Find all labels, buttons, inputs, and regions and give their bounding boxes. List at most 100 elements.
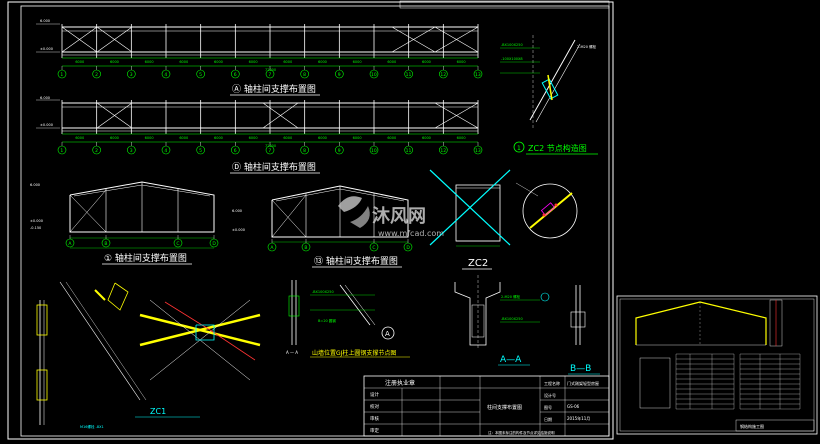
axis-number: A: [68, 241, 72, 247]
axis-number: 5: [199, 148, 202, 154]
bay-dimension: 6000: [214, 136, 223, 140]
aa-bolt-note: 2-M20 螺栓: [501, 294, 521, 299]
top-strip: [399, 0, 610, 9]
bay-dimension: 6000: [249, 136, 258, 140]
axis-number: 8: [303, 72, 306, 78]
axis-number: 3: [130, 72, 133, 78]
axis-bubble: [473, 69, 483, 79]
bay-dimension: 6000: [422, 60, 431, 64]
axis-number: 11: [406, 148, 412, 154]
axis-bubble: [161, 145, 171, 155]
bay-dimension: 6000: [110, 60, 119, 64]
axis-bubble: [404, 145, 413, 155]
bay-dimension: 6000: [214, 60, 223, 64]
axis-number: 8: [303, 148, 306, 154]
axis-number: C: [372, 245, 375, 251]
axis-number: 1: [60, 72, 63, 78]
axis-bubble: [57, 69, 67, 79]
tb-project: 门式刚架轻型房屋: [567, 380, 599, 386]
axis-number: B: [304, 245, 307, 251]
zc2-node-detail: -BX100X250 -100X100X8 2-M20 螺栓 1 ZC2 节点构…: [500, 35, 598, 155]
title-sec-a: A—A: [500, 355, 522, 365]
axis-number: B: [104, 241, 107, 247]
axis-number: 6: [234, 72, 237, 78]
axis-bubble: [403, 242, 413, 252]
elev-label-top-d: 6.000: [40, 96, 50, 100]
axis-bubble: [57, 145, 67, 155]
bay-dimension: 6000: [75, 136, 84, 140]
main-sheet: 6000 6000 6000 6000 6000 6000 6000 6000 6000 6000…: [7, 0, 614, 440]
title-zc1: ZC1: [150, 407, 166, 416]
tb-right-label: 设计号: [544, 392, 556, 398]
tb-drawing-name: 柱间支撑布置图: [487, 404, 522, 411]
zc1-detail: ZC1 M16螺栓 -8X1: [36, 281, 261, 429]
gable1-elev-zero: ±0.000: [30, 219, 43, 223]
tb-row-label: 校对: [370, 403, 379, 410]
title-elev-a: Ⓐ 轴柱间支撑布置图: [232, 83, 316, 95]
axis-number: 12: [440, 148, 446, 154]
thumbnail-sheet[interactable]: 钢结构施工图: [616, 295, 818, 435]
axis-bubble: [473, 145, 483, 155]
axis-number: D: [212, 241, 216, 247]
zc2-node-num: 1: [517, 145, 521, 152]
zc2-bolt-note: -BX100X250: [501, 43, 523, 47]
axis-bubble: [127, 69, 136, 79]
bay-dimension: 6000: [283, 136, 292, 140]
axis-number: C: [176, 241, 179, 247]
node-detail-circle: [522, 183, 578, 239]
tb-row-label: 设计: [370, 391, 379, 398]
title-sec-b: B—B: [570, 364, 591, 374]
zc1-subnote: M16螺栓 -8X1: [80, 424, 104, 429]
axis-bubble: [196, 145, 205, 155]
axis-number: 2: [95, 72, 98, 78]
zc2-bolt-a: 2-M20 螺栓: [577, 44, 597, 49]
axis-bubble: [439, 145, 448, 155]
axis-number: 6: [234, 148, 237, 154]
tb-row-label: 审定: [370, 427, 379, 434]
title-elev-13: ⑬ 轴柱间支撑布置图: [314, 255, 398, 267]
thumb-frame: [616, 295, 818, 435]
thumb-label: 钢结构施工图: [740, 423, 764, 429]
axis-number: A: [270, 245, 274, 251]
sec-a-small: A — A: [286, 350, 298, 355]
axis-number: 13: [475, 148, 481, 154]
axis-number: 11: [406, 72, 412, 78]
axis-number: 13: [475, 72, 481, 78]
axis-number: 4: [164, 148, 167, 154]
axis-bubble: [300, 145, 309, 155]
axis-number: 1: [60, 148, 63, 154]
bay-dimension: 6000: [387, 60, 396, 64]
zc2-plate-note: -100X100X8: [501, 57, 523, 61]
bay-dimension: 6000: [353, 136, 362, 140]
gable-rod-note: B=20 圆钢: [318, 318, 336, 323]
aa-plate-note: -BX100X250: [501, 317, 523, 321]
gable-node-mark: A: [385, 330, 390, 338]
axis-bubble: [404, 69, 413, 79]
section-b-b: B—B: [540, 285, 600, 375]
bay-dimension: 6000: [110, 136, 119, 140]
bay-dimension: 6000: [318, 60, 327, 64]
bay-dimension: 6000: [179, 60, 188, 64]
tb-right-label: 工程名称: [544, 380, 560, 386]
axis-number: 4: [164, 72, 167, 78]
axis-bubble: [369, 242, 379, 252]
axis-bubble: [101, 238, 111, 248]
gable-bolt-note: -BX100X250: [312, 290, 334, 294]
bay-dimension: 6000: [179, 136, 188, 140]
watermark-url: www.mfcad.com: [378, 229, 444, 238]
axis-bubble: [65, 238, 75, 248]
axis-bubble: [231, 69, 240, 79]
axis-bubble: [300, 69, 309, 79]
watermark: 沐风网 www.mfcad.com: [338, 196, 444, 238]
outer-frame: [7, 1, 614, 440]
tb-footer-note: 注：本图未标注的构件及节点详见结施说明: [488, 430, 555, 435]
axis-bubble: [369, 69, 379, 79]
axis-bubble: [92, 145, 101, 155]
axis-bubble: [196, 69, 205, 79]
tb-right-label: 日期: [544, 416, 552, 422]
axis-number: 9: [338, 72, 341, 78]
axis-bubble: [265, 69, 275, 79]
